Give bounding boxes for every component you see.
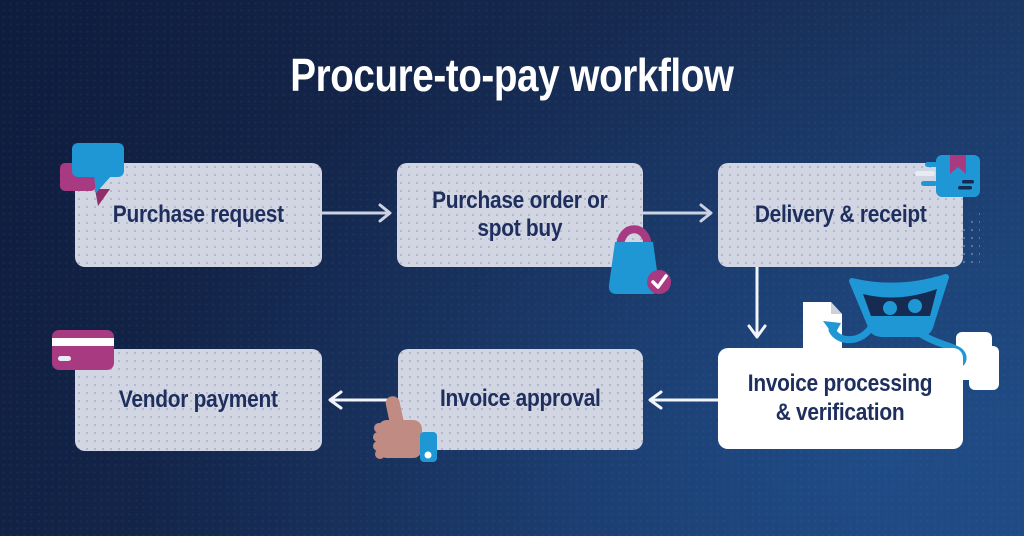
arrow-delivery-to-invoice-processing [747,266,767,339]
step-box-vendor-payment: Vendor payment [75,349,322,451]
step-label: Invoice processing & verification [748,370,933,426]
step-label: Delivery & receipt [754,200,927,228]
robot-documents-icon [803,274,999,390]
step-box-invoice-approval: Invoice approval [398,349,643,450]
arrow-order-to-delivery [641,203,713,223]
chat-bubbles-icon [60,143,124,206]
page-title: Procure-to-pay workflow [290,49,734,101]
credit-card-icon [52,330,114,370]
step-box-purchase-request: Purchase request [75,163,322,267]
thumbs-up-icon [373,396,437,462]
step-box-delivery-receipt: Delivery & receipt [718,163,963,267]
step-label: Invoice approval [440,385,601,413]
step-label: Purchase request [112,200,285,228]
step-box-invoice-processing: Invoice processing & verification [718,348,963,449]
step-label: Vendor payment [119,385,278,413]
shipping-box-icon [915,155,980,197]
step-box-purchase-order: Purchase order or spot buy [397,163,643,267]
step-label: Purchase order or spot buy [432,186,608,242]
arrow-purchase-request-to-order [320,203,392,223]
arrow-processing-to-approval [648,390,721,410]
shopping-bag-icon [608,225,671,294]
